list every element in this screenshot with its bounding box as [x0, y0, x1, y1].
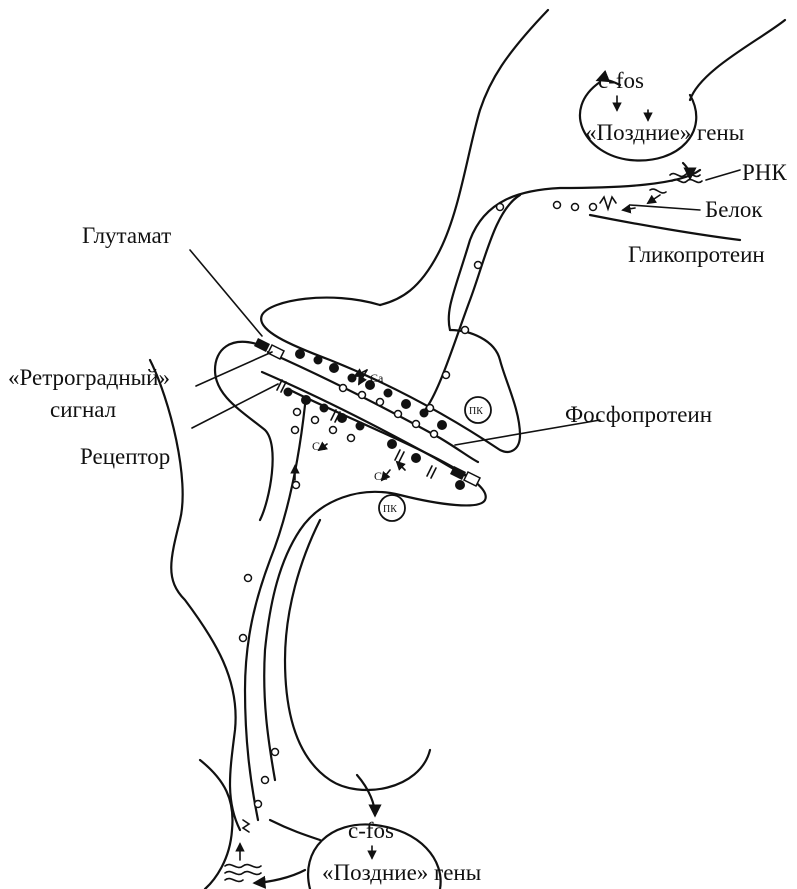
late-genes-bottom-label: «Поздние» гены: [322, 860, 481, 885]
upper-bouton-outline: [261, 298, 520, 452]
lower-shaft-mid: [245, 405, 305, 820]
glutamate-block-left: [254, 338, 270, 352]
ca-label-2: Ca: [312, 439, 326, 453]
protein-label: Белок: [705, 197, 763, 222]
vesicles: [294, 385, 438, 442]
rna-strands: [225, 174, 702, 882]
phosphoprotein-label: Фосфопротеин: [565, 402, 712, 427]
lower-shaft-inner: [264, 530, 300, 780]
glycoprotein-label: Гликопротеин: [628, 242, 765, 267]
cfos-bottom-label: c-fos: [348, 818, 394, 843]
ca-label-1: Ca: [370, 371, 384, 385]
ca-label-3: Ca: [374, 469, 388, 483]
axon-vesicles: [240, 202, 597, 808]
lower-shaft-left: [150, 360, 240, 830]
pk-label-1: ПК: [469, 406, 483, 417]
retrograde-label-1: «Ретроградный»: [8, 365, 170, 390]
upper-membrane-top: [690, 20, 785, 100]
lower-shaft-right: [285, 520, 430, 790]
retrograde-label-2: сигнал: [50, 397, 116, 422]
pk-label-2: ПК: [383, 504, 397, 515]
cfos-top-label: c-fos: [598, 68, 644, 93]
lower-membrane-bottom-left: [200, 760, 233, 889]
rna-label: РНК: [742, 160, 787, 185]
lower-dendrite-left-outline: [215, 342, 273, 520]
receptor-label: Рецептор: [80, 444, 170, 469]
late-genes-top-label: «Поздние» гены: [585, 120, 744, 145]
lower-membrane-fragment: [270, 820, 320, 840]
retrograde-block-right: [464, 472, 480, 486]
protein-glyphs: [243, 197, 616, 832]
glutamate-label: Глутамат: [82, 223, 171, 248]
